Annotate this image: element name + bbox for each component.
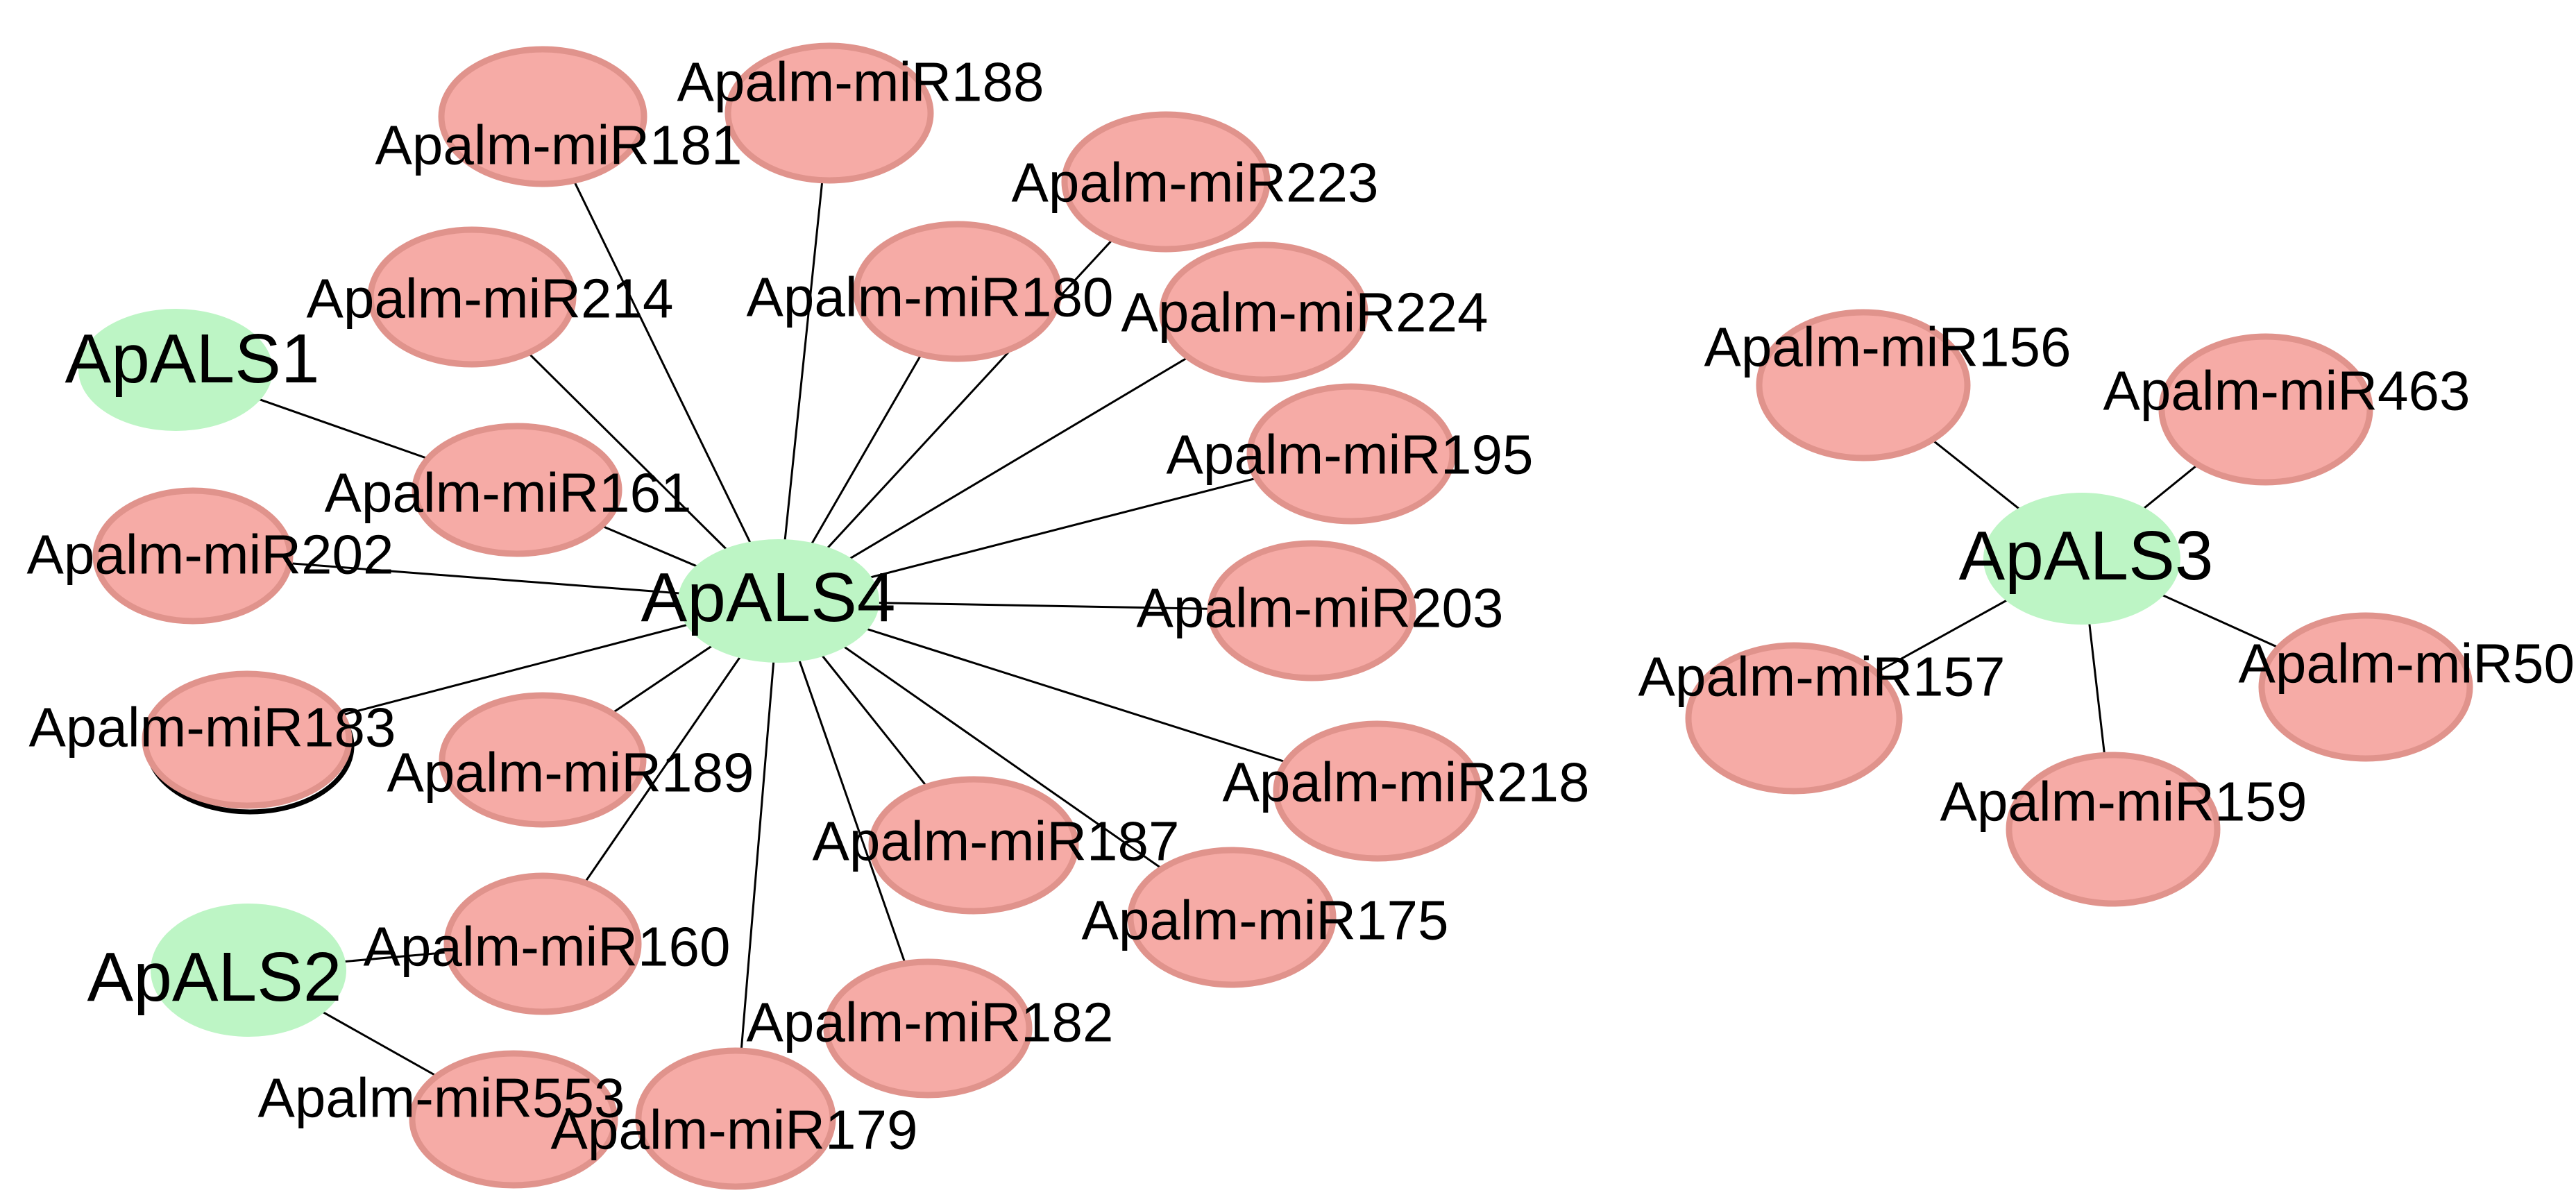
node-label-apals1: ApALS1 <box>65 320 320 398</box>
mirna-node-apalm-mir181 <box>438 46 647 187</box>
node-label-apalm-mir203: Apalm-miR203 <box>1136 577 1503 639</box>
mirna-node-apalm-mir189 <box>439 692 647 828</box>
gene-node-apals1 <box>78 309 273 431</box>
edge-apals4-apalm-mir188 <box>777 112 831 602</box>
gene-node-apals2 <box>151 904 346 1037</box>
node-label-apals3: ApALS3 <box>1959 517 2214 595</box>
mirna-node-apalm-mir195 <box>1246 383 1456 525</box>
node-label-apalm-mir224: Apalm-miR224 <box>1121 282 1488 344</box>
node-label-apalm-mir202: Apalm-miR202 <box>26 524 393 586</box>
node-label-apalm-mir553: Apalm-miR553 <box>257 1067 625 1129</box>
nodes-layer <box>78 42 2473 1190</box>
mirna-node-apalm-mir553 <box>409 1050 618 1189</box>
node-label-apalm-mir195: Apalm-miR195 <box>1166 424 1533 486</box>
gene-node-apals3 <box>1983 493 2180 625</box>
node-label-apalm-mir188: Apalm-miR188 <box>677 51 1044 113</box>
mirna-node-apalm-mir223 <box>1061 111 1271 253</box>
mirna-node-apalm-mir188 <box>724 42 934 184</box>
node-label-apalm-mir179: Apalm-miR179 <box>550 1099 917 1161</box>
node-label-apalm-mir218: Apalm-miR218 <box>1222 752 1589 813</box>
edge-apals4-apalm-mir179 <box>734 600 780 1119</box>
node-label-apalm-mir181: Apalm-miR181 <box>375 115 742 176</box>
node-label-apalm-mir187: Apalm-miR187 <box>812 811 1179 872</box>
gene-node-apals4 <box>678 539 879 663</box>
mirna-node-apalm-mir156 <box>1756 309 1971 461</box>
node-label-apalm-mir156: Apalm-miR156 <box>1704 316 2071 378</box>
node-label-apalm-mir160: Apalm-miR160 <box>363 916 730 978</box>
mirna-node-apalm-mir175 <box>1127 847 1337 988</box>
mirna-node-apalm-mir187 <box>868 776 1079 915</box>
node-label-apalm-mir501: Apalm-miR501 <box>2238 633 2576 695</box>
mirna-node-apalm-mir214 <box>367 226 577 368</box>
node-label-apalm-mir223: Apalm-miR223 <box>1011 152 1378 214</box>
node-label-apals4: ApALS4 <box>641 559 896 636</box>
node-label-apalm-mir182: Apalm-miR182 <box>746 992 1113 1053</box>
mirna-node-apalm-mir179 <box>635 1047 836 1190</box>
mirna-node-apalm-mir182 <box>823 958 1033 1099</box>
mirna-node-apalm-mir161 <box>412 423 622 557</box>
labels-layer: ApALS1ApALS2ApALS3ApALS4Apalm-miR181Apal… <box>26 51 2576 1161</box>
mirna-node-apalm-mir203 <box>1207 540 1416 681</box>
node-label-apals2: ApALS2 <box>87 938 342 1016</box>
mirna-node-apalm-mir501 <box>2258 612 2473 762</box>
node-label-apalm-mir157: Apalm-miR157 <box>1638 646 2005 708</box>
node-label-apalm-mir463: Apalm-miR463 <box>2103 360 2470 422</box>
mirna-node-apalm-mir159 <box>2006 752 2221 907</box>
node-label-apalm-mir189: Apalm-miR189 <box>387 742 754 804</box>
edge-apals4-apalm-mir218 <box>778 600 1378 793</box>
node-label-apalm-mir175: Apalm-miR175 <box>1081 890 1448 951</box>
node-label-apalm-mir214: Apalm-miR214 <box>306 268 673 330</box>
edge-apals4-apalm-mir182 <box>777 600 929 1029</box>
node-label-apalm-mir159: Apalm-miR159 <box>1940 771 2307 833</box>
node-label-apalm-mir161: Apalm-miR161 <box>324 462 691 524</box>
mirna-node-apalm-mir183 <box>142 670 353 809</box>
edge-apals4-apalm-mir223 <box>777 180 1167 602</box>
mirna-node-apalm-mir202 <box>92 487 294 625</box>
mirna-node-apalm-mir157 <box>1685 642 1903 795</box>
node-label-apalm-mir180: Apalm-miR180 <box>746 266 1113 328</box>
mirna-node-apalm-mir218 <box>1273 720 1482 862</box>
mirna-node-apalm-mir160 <box>443 872 642 1015</box>
mirna-node-apalm-mir463 <box>2158 333 2373 486</box>
edge-apals4-apalm-mir181 <box>541 116 780 602</box>
node-label-apalm-mir183: Apalm-miR183 <box>28 697 396 758</box>
edge-apals4-apalm-mir175 <box>778 600 1232 919</box>
mirna-node-apalm-mir180 <box>853 221 1062 362</box>
mirna-node-apalm-mir224 <box>1159 241 1368 383</box>
edge-apals4-apalm-mir224 <box>778 311 1264 602</box>
